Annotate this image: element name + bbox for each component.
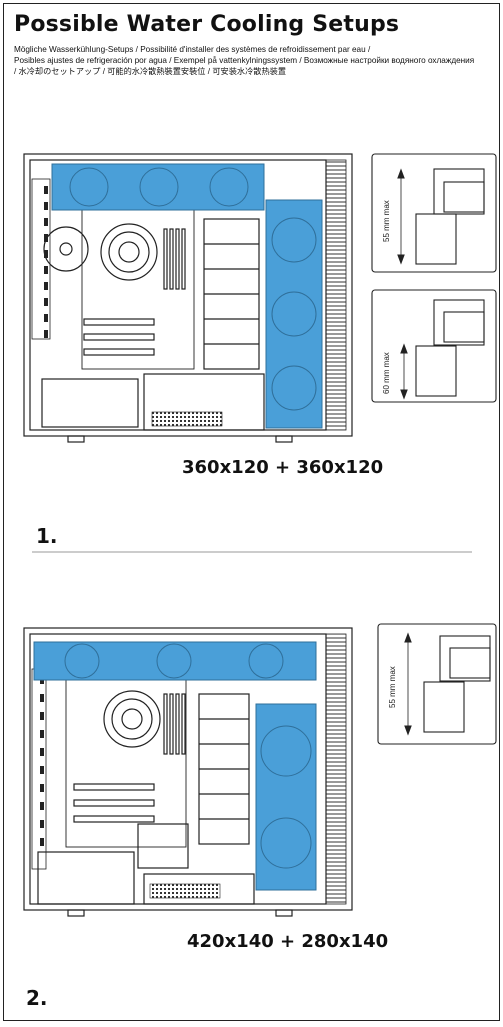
clearance-label-1b: 60 mm max xyxy=(382,352,391,394)
subtitle-line-2: Posibles ajustes de refrigeración por ag… xyxy=(14,56,475,65)
setup-2-label: 420x140 + 280x140 xyxy=(187,931,389,952)
clearance-box-2 xyxy=(377,623,497,745)
radiator-top-2 xyxy=(33,641,317,681)
setup-1-number: 1. xyxy=(36,524,58,548)
radiator-front-1 xyxy=(265,199,323,429)
radiator-top-1 xyxy=(51,163,265,211)
clearance-box-1a xyxy=(371,153,497,273)
page-title: Possible Water Cooling Setups xyxy=(14,12,400,37)
setup-2-number: 2. xyxy=(26,986,48,1010)
radiator-front-2 xyxy=(255,703,317,891)
setup-1-label: 360x120 + 360x120 xyxy=(182,457,384,478)
diagram-canvas xyxy=(23,153,497,917)
page: Possible Water Cooling Setups Mögliche W… xyxy=(3,3,500,1021)
clearance-label-1a: 55 mm max xyxy=(382,200,391,242)
clearance-box-1b xyxy=(371,289,497,403)
subtitle-line-1: Mögliche Wasserkühlung-Setups / Possibil… xyxy=(14,45,371,54)
subtitle-line-3: / 水冷却のセットアップ / 可能的水冷散熱裝置安裝位 / 可安装水冷散热装置 xyxy=(14,67,287,76)
clearance-label-2: 55 mm max xyxy=(388,666,397,708)
